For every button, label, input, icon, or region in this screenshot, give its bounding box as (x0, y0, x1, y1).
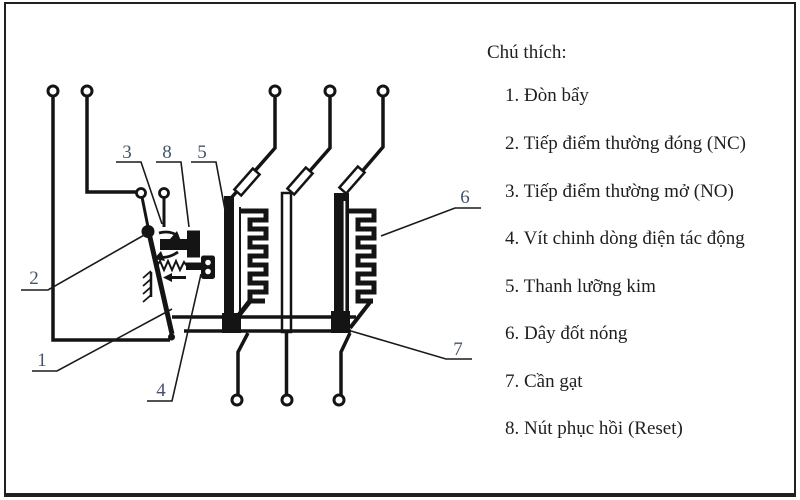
phase-c-bimetal-strip (334, 193, 349, 328)
legend-item-7: 7. Cần gạt (505, 371, 583, 392)
contact-pin-left-icon (135, 187, 147, 199)
legend-title: Chú thích: (487, 42, 567, 63)
phase-c-clamp (337, 164, 367, 196)
terminal-control-right-icon (80, 84, 94, 98)
legend-item-5: 5. Thanh lưỡng kim (505, 276, 656, 297)
pivot-link (140, 196, 150, 228)
adjustment-spring-screw (142, 255, 215, 303)
callout-leader-7 (350, 330, 472, 360)
callout-label-7: 7 (453, 339, 463, 360)
phase-a (222, 84, 282, 407)
phase-b-strip (280, 191, 293, 334)
callout-leader-1 (32, 308, 173, 372)
callout-label-6: 6 (460, 187, 470, 208)
legend-item-4: 4. Vít chinh dòng điện tác động (505, 228, 745, 249)
screw-head (201, 255, 215, 279)
phase-c-bottom-lead (339, 332, 352, 395)
nc-contact-wire (51, 96, 170, 342)
lever-arm (146, 232, 175, 335)
tension-spring (156, 258, 188, 273)
screw-head-dot-top-icon (205, 259, 211, 266)
terminal-control-left-icon (46, 84, 60, 98)
legend-item-2: 2. Tiếp điểm thường đóng (NC) (505, 133, 746, 154)
terminal-phase-b-top-icon (323, 84, 337, 98)
press-arrow-bottom-head-icon (154, 251, 165, 261)
legend-item-8: 8. Nút phục hồi (Reset) (505, 418, 683, 439)
phase-c-heater-return (348, 299, 373, 330)
terminal-phase-c-bottom-icon (332, 393, 346, 407)
contact-pin-right-icon (158, 187, 170, 199)
phase-a-bimetal-strip (224, 196, 234, 332)
reset-button-bar (160, 239, 190, 250)
terminal-phase-b-bottom-icon (280, 393, 294, 407)
nc-contact-point-icon (168, 333, 175, 341)
callout-leader-3 (116, 161, 163, 225)
terminal-phase-c-top-icon (376, 84, 390, 98)
callout-leader-6 (380, 207, 481, 237)
phase-a-heater-return (237, 298, 263, 317)
callout-leader-4 (147, 273, 202, 402)
reset-button (154, 230, 200, 261)
legend-item-6: 6. Dây đốt nóng (505, 323, 628, 344)
screw-shaft (186, 262, 202, 270)
phase-c (331, 84, 390, 407)
control-contact-circuit (46, 84, 175, 342)
callout-leader-2 (21, 233, 147, 291)
phase-c-heater-coil (348, 208, 377, 304)
callout-label-8: 8 (162, 142, 172, 163)
callout-leader-8 (156, 161, 190, 228)
callout-label-1: 1 (37, 350, 47, 371)
terminal-phase-a-bottom-icon (230, 393, 244, 407)
callout-label-3: 3 (122, 142, 132, 163)
figure-border (4, 2, 796, 497)
legend-item-1: 1. Đòn bẩy (505, 85, 589, 106)
callout-label-4: 4 (156, 380, 166, 401)
callouts: 1 2 3 4 5 6 7 8 (21, 142, 481, 402)
callout-label-2: 2 (29, 268, 39, 289)
legend-item-3: 3. Tiếp điểm thường mở (NO) (505, 181, 734, 202)
reset-button-head (187, 230, 200, 258)
terminal-phase-a-top-icon (268, 84, 282, 98)
callout-leader-5 (191, 161, 226, 211)
phase-a-heater-coil (240, 208, 269, 304)
pivot-feed-wire (85, 96, 136, 194)
phase-b (280, 84, 337, 407)
phase-a-clamp (232, 166, 262, 198)
callout-label-5: 5 (197, 142, 207, 163)
spring-anchor-hatch-icon (142, 270, 152, 303)
phase-b-clamp (285, 165, 315, 197)
slider-bar (172, 315, 356, 333)
press-arrow-top-head-icon (170, 231, 181, 241)
screw-head-dot-bottom-icon (205, 268, 211, 275)
adjust-arrow-head-icon (163, 273, 172, 282)
phase-a-bottom-lead (236, 332, 250, 395)
